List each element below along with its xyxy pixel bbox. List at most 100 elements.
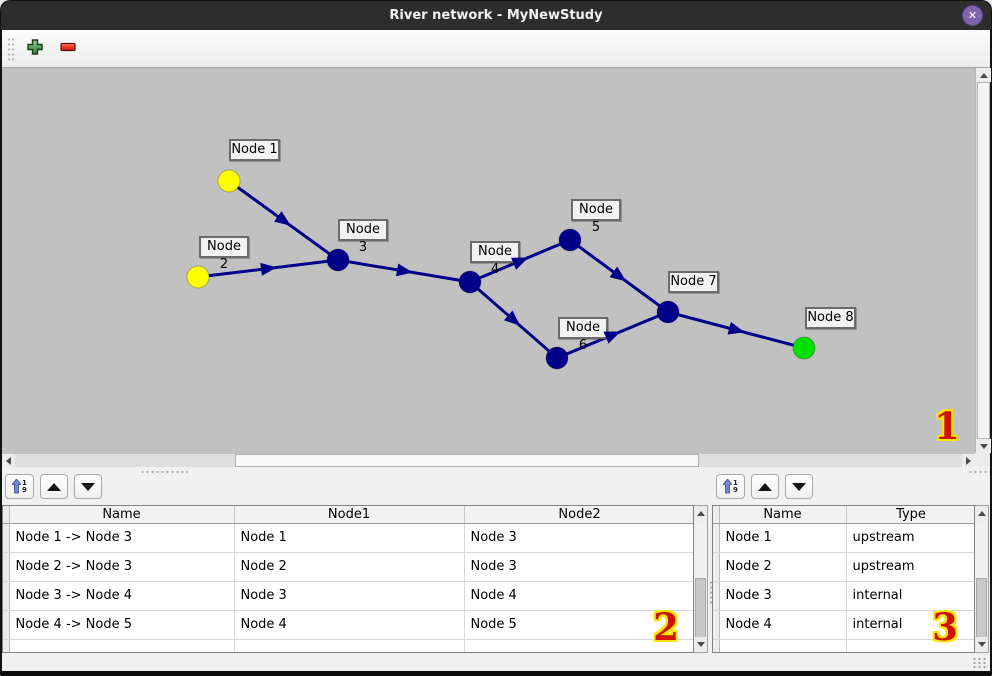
node-label[interactable]: Node 5 — [571, 199, 621, 235]
canvas-vertical-scrollbar[interactable] — [975, 68, 991, 453]
green-plus-icon — [26, 38, 44, 59]
scroll-left-button[interactable] — [2, 454, 15, 468]
panel-splitter-handle[interactable] — [709, 580, 713, 606]
table-row-empty — [713, 639, 974, 652]
table-cell[interactable]: Node 3 — [719, 581, 847, 611]
river-node[interactable] — [326, 248, 350, 272]
column-header[interactable]: Node2 — [464, 506, 693, 524]
table-cell[interactable]: Node 3 — [234, 581, 465, 611]
links-scroll-thumb[interactable] — [695, 578, 706, 640]
close-button[interactable]: ✕ — [962, 5, 983, 26]
row-header[interactable] — [713, 523, 720, 553]
river-network-canvas[interactable]: Node 1 Node 2 Node 3 Node 4 Node 5 Node 6 Node… — [2, 68, 975, 453]
titlebar[interactable]: River network - MyNewStudy ✕ — [1, 1, 991, 30]
nodes-table-scrollbar[interactable] — [975, 505, 989, 653]
toolbar-drag-handle[interactable] — [7, 36, 14, 61]
flow-direction-arrow-icon — [727, 321, 745, 335]
table-cell[interactable]: Node 2 — [234, 552, 465, 582]
node-label[interactable]: Node 8 — [805, 307, 856, 329]
scroll-up-button[interactable] — [975, 506, 988, 521]
nodes-scroll-thumb[interactable] — [976, 578, 987, 640]
river-node[interactable] — [792, 336, 816, 360]
node-label[interactable]: Node 2 — [199, 236, 249, 272]
column-header[interactable]: Node1 — [234, 506, 465, 524]
vertical-scroll-thumb[interactable] — [977, 82, 990, 439]
river-node[interactable] — [558, 228, 582, 252]
table-cell[interactable]: Node 4 — [234, 610, 465, 640]
table-row-empty — [3, 639, 693, 652]
table-cell[interactable]: Node 3 — [464, 523, 693, 553]
table-cell[interactable]: upstream — [846, 552, 974, 582]
table-cell[interactable]: internal — [846, 610, 974, 640]
river-node[interactable] — [186, 265, 210, 289]
table-cell[interactable]: Node 3 — [464, 552, 693, 582]
table-cell[interactable]: Node 1 — [719, 523, 847, 553]
table-cell[interactable]: Node 1 — [234, 523, 465, 553]
flow-direction-arrow-icon — [274, 211, 291, 226]
column-header[interactable]: Name — [719, 506, 847, 524]
links-move-down-button[interactable] — [73, 474, 102, 499]
table-cell[interactable]: Node 5 — [464, 610, 693, 640]
row-header[interactable] — [3, 610, 10, 640]
row-header[interactable] — [713, 581, 720, 611]
table-cell[interactable]: Node 4 — [719, 610, 847, 640]
table-cell — [234, 639, 465, 652]
river-node[interactable] — [217, 169, 241, 193]
scroll-up-button[interactable] — [976, 68, 991, 82]
node-label[interactable]: Node 3 — [338, 219, 388, 255]
flow-direction-arrow-icon — [503, 310, 521, 326]
scroll-down-button[interactable] — [694, 637, 707, 652]
move-up-icon — [46, 482, 61, 491]
row-header[interactable] — [3, 552, 10, 582]
nodes-move-up-button[interactable] — [750, 474, 779, 499]
table-cell[interactable]: upstream — [846, 523, 974, 553]
remove-link-button[interactable] — [55, 36, 81, 62]
row-header[interactable] — [3, 523, 10, 553]
node-label[interactable]: Node 1 — [229, 139, 280, 161]
column-header[interactable]: Type — [846, 506, 974, 524]
table-cell[interactable]: internal — [846, 581, 974, 611]
table-cell — [719, 639, 847, 652]
canvas-horizontal-scrollbar[interactable] — [2, 453, 975, 468]
scroll-up-button[interactable] — [694, 506, 707, 521]
nodes-move-down-button[interactable] — [784, 474, 813, 499]
scroll-down-button[interactable] — [976, 439, 991, 453]
table-cell — [9, 639, 235, 652]
river-node[interactable] — [545, 346, 569, 370]
scrollbar-corner — [975, 453, 990, 467]
add-link-button[interactable] — [22, 36, 48, 62]
horizontal-scroll-thumb[interactable] — [235, 454, 699, 467]
window-resize-grip[interactable] — [972, 657, 986, 668]
row-header[interactable] — [3, 581, 10, 611]
links-move-up-button[interactable] — [39, 474, 68, 499]
splitter-handle[interactable] — [140, 470, 188, 474]
table-cell[interactable]: Node 4 — [464, 581, 693, 611]
table-cell[interactable]: Node 2 -> Node 3 — [9, 552, 235, 582]
column-header[interactable]: Name — [9, 506, 235, 524]
table-cell[interactable]: Node 2 — [719, 552, 847, 582]
row-header[interactable] — [713, 610, 720, 640]
row-header[interactable] — [713, 552, 720, 582]
river-node[interactable] — [458, 270, 482, 294]
river-node[interactable] — [656, 300, 680, 324]
splitter-handle-right[interactable] — [968, 470, 990, 474]
table-cell[interactable]: Node 3 -> Node 4 — [9, 581, 235, 611]
scroll-right-button[interactable] — [962, 454, 975, 468]
links-table-scrollbar[interactable] — [694, 505, 708, 653]
table-cell[interactable]: Node 4 -> Node 5 — [9, 610, 235, 640]
scroll-down-button[interactable] — [975, 637, 988, 652]
node-label[interactable]: Node 7 — [668, 271, 719, 293]
node-label[interactable]: Node 4 — [470, 241, 520, 277]
node-label[interactable]: Node 6 — [558, 317, 608, 353]
table-cell[interactable]: Node 1 -> Node 3 — [9, 523, 235, 553]
